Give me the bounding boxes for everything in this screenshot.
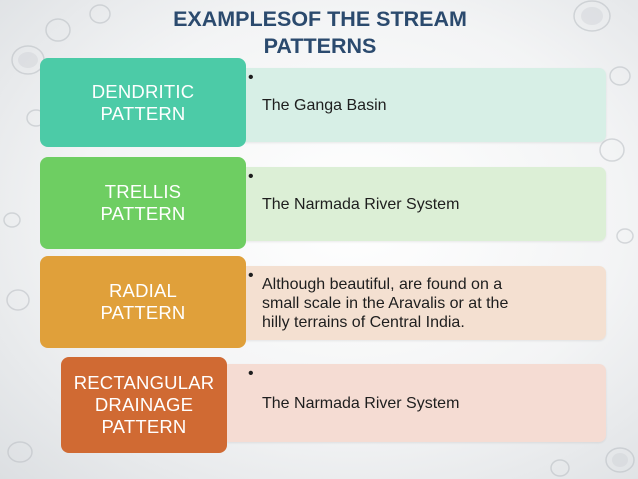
bullet: • (248, 365, 254, 382)
bullet: • (248, 267, 254, 284)
rectangular-description: The Narmada River System (262, 394, 460, 412)
slide-title: EXAMPLESOF THE STREAM PATTERNS (120, 6, 520, 60)
radial-pattern-label: RADIAL PATTERN (40, 256, 246, 348)
radial-label-line-1: RADIAL (108, 280, 178, 301)
rectangular-label-line-2: DRAINAGE (94, 394, 194, 415)
bullet: • (248, 69, 254, 86)
radial-description-bar: • Although beautiful, are found on a sma… (222, 266, 606, 340)
trellis-label-line-2: PATTERN (100, 203, 186, 224)
title-line-2: PATTERNS (263, 34, 377, 58)
bullet: • (248, 168, 254, 185)
dendritic-pattern-label: DENDRITIC PATTERN (40, 58, 246, 147)
dendritic-label-line-2: PATTERN (100, 102, 186, 124)
rectangular-description-bar: • The Narmada River System (222, 364, 606, 442)
trellis-description: The Narmada River System (262, 195, 460, 213)
rectangular-label-line-1: RECTANGULAR (73, 372, 215, 393)
rectangular-label-line-3: PATTERN (101, 416, 187, 437)
trellis-pattern-label: TRELLIS PATTERN (40, 157, 246, 249)
radial-description-line-3: hilly terrains of Central India. (262, 313, 465, 331)
radial-description-line-1: Although beautiful, are found on a (262, 275, 503, 293)
title-line-1: EXAMPLESOF THE STREAM (173, 7, 467, 31)
dendritic-description-bar: • The Ganga Basin (222, 68, 606, 142)
trellis-description-bar: • The Narmada River System (222, 167, 606, 241)
radial-description-line-2: small scale in the Aravalis or at the (262, 294, 509, 312)
trellis-label-line-1: TRELLIS (104, 181, 182, 202)
dendritic-label-line-1: DENDRITIC (91, 80, 195, 102)
dendritic-description: The Ganga Basin (262, 96, 387, 114)
radial-label-line-2: PATTERN (100, 302, 186, 323)
rectangular-drainage-pattern-label: RECTANGULAR DRAINAGE PATTERN (61, 357, 227, 453)
